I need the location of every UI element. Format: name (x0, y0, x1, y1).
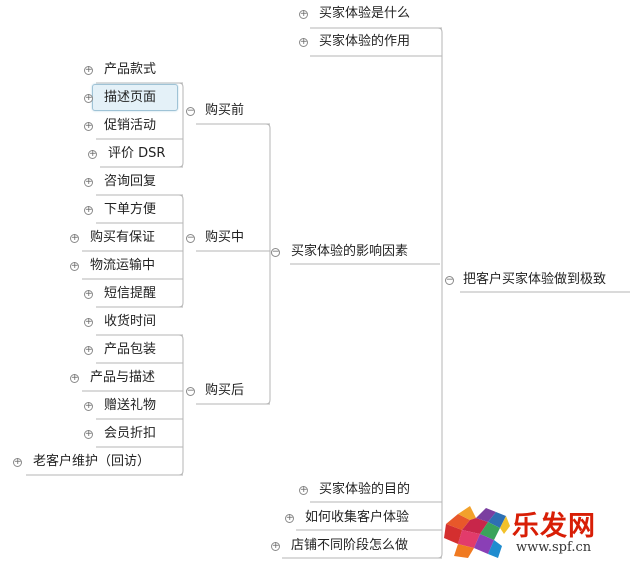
during-corner-bottom (178, 302, 184, 308)
during-corner-top (178, 194, 184, 200)
watermark-logo: 乐发网 www.spf.cn (440, 496, 630, 565)
expand-toggle-stages[interactable]: + (271, 541, 280, 551)
leaf-logistics[interactable]: 物流运输中 (90, 258, 156, 273)
expand-toggle-retention[interactable]: + (13, 457, 22, 467)
branch-collect-feedback[interactable]: 如何收集客户体验 (305, 510, 410, 525)
expand-toggle-match[interactable]: + (70, 373, 79, 383)
stage-after-purchase[interactable]: 购买后 (205, 383, 245, 398)
leaf-consult-reply[interactable]: 咨询回复 (104, 174, 157, 189)
collapse-toggle-after[interactable]: − (186, 386, 195, 396)
after-corner-bottom (178, 470, 184, 476)
expand-toggle-packaging[interactable]: + (84, 345, 93, 355)
leaf-description-page[interactable]: 描述页面 (104, 90, 157, 105)
expand-toggle-gifts[interactable]: + (84, 401, 93, 411)
after-corner-top (178, 334, 184, 340)
factors-corner-bottom (265, 399, 271, 405)
expand-toggle-sms[interactable]: + (84, 289, 93, 299)
collapse-toggle-root[interactable]: − (445, 275, 454, 285)
leaf-purchase-guarantee[interactable]: 购买有保证 (90, 230, 156, 245)
collapse-toggle-during[interactable]: − (186, 233, 195, 243)
before-corner-bottom (178, 162, 184, 168)
root-corner-bottom (437, 553, 443, 559)
branch-buyer-experience-role[interactable]: 买家体验的作用 (319, 34, 411, 49)
leaf-packaging[interactable]: 产品包装 (104, 342, 157, 357)
leaf-promotions[interactable]: 促销活动 (104, 118, 157, 133)
stage-before-purchase[interactable]: 购买前 (205, 103, 245, 118)
expand-toggle-promo[interactable]: + (84, 121, 93, 131)
leaf-sms-reminder[interactable]: 短信提醒 (104, 286, 157, 301)
leaf-easy-ordering[interactable]: 下单方便 (104, 202, 157, 217)
leaf-gifts[interactable]: 赠送礼物 (104, 398, 157, 413)
expand-toggle-logistics[interactable]: + (70, 261, 79, 271)
expand-toggle-ordering[interactable]: + (84, 205, 93, 215)
watermark-url: www.spf.cn (516, 540, 592, 555)
leaf-product-style[interactable]: 产品款式 (104, 62, 157, 77)
expand-toggle-description[interactable]: + (84, 93, 93, 103)
expand-toggle-receipt[interactable]: + (84, 317, 93, 327)
expand-toggle-dsr[interactable]: + (88, 149, 97, 159)
before-corner-top (178, 82, 184, 88)
expand-toggle-member[interactable]: + (84, 429, 93, 439)
expand-toggle-style[interactable]: + (84, 65, 93, 75)
expand-toggle-consult[interactable]: + (84, 177, 93, 187)
branch-influencing-factors[interactable]: 买家体验的影响因素 (291, 244, 409, 259)
root-corner-top (437, 27, 443, 33)
root-node[interactable]: 把客户买家体验做到极致 (463, 272, 607, 287)
branch-what-is-buyer-experience[interactable]: 买家体验是什么 (319, 6, 411, 21)
leaf-product-vs-description[interactable]: 产品与描述 (90, 370, 156, 385)
expand-toggle-what-is[interactable]: + (299, 9, 308, 19)
collapse-toggle-factors[interactable]: − (271, 247, 280, 257)
bull-logo-icon (444, 506, 510, 558)
branch-store-stages[interactable]: 店铺不同阶段怎么做 (291, 538, 409, 553)
expand-toggle-guarantee[interactable]: + (70, 233, 79, 243)
leaf-member-discount[interactable]: 会员折扣 (104, 426, 157, 441)
expand-toggle-purpose[interactable]: + (299, 485, 308, 495)
watermark-brand: 乐发网 (512, 511, 596, 542)
collapse-toggle-before[interactable]: − (186, 106, 195, 116)
stage-during-purchase[interactable]: 购买中 (205, 230, 245, 245)
leaf-review-dsr[interactable]: 评价 DSR (108, 146, 166, 161)
factors-corner-top (265, 123, 271, 129)
branch-buyer-experience-purpose[interactable]: 买家体验的目的 (319, 482, 411, 497)
selected-node-highlight (92, 84, 178, 111)
expand-toggle-role[interactable]: + (299, 37, 308, 47)
expand-toggle-collect[interactable]: + (285, 513, 294, 523)
leaf-receipt-time[interactable]: 收货时间 (104, 314, 157, 329)
leaf-customer-retention[interactable]: 老客户维护（回访） (33, 454, 151, 469)
